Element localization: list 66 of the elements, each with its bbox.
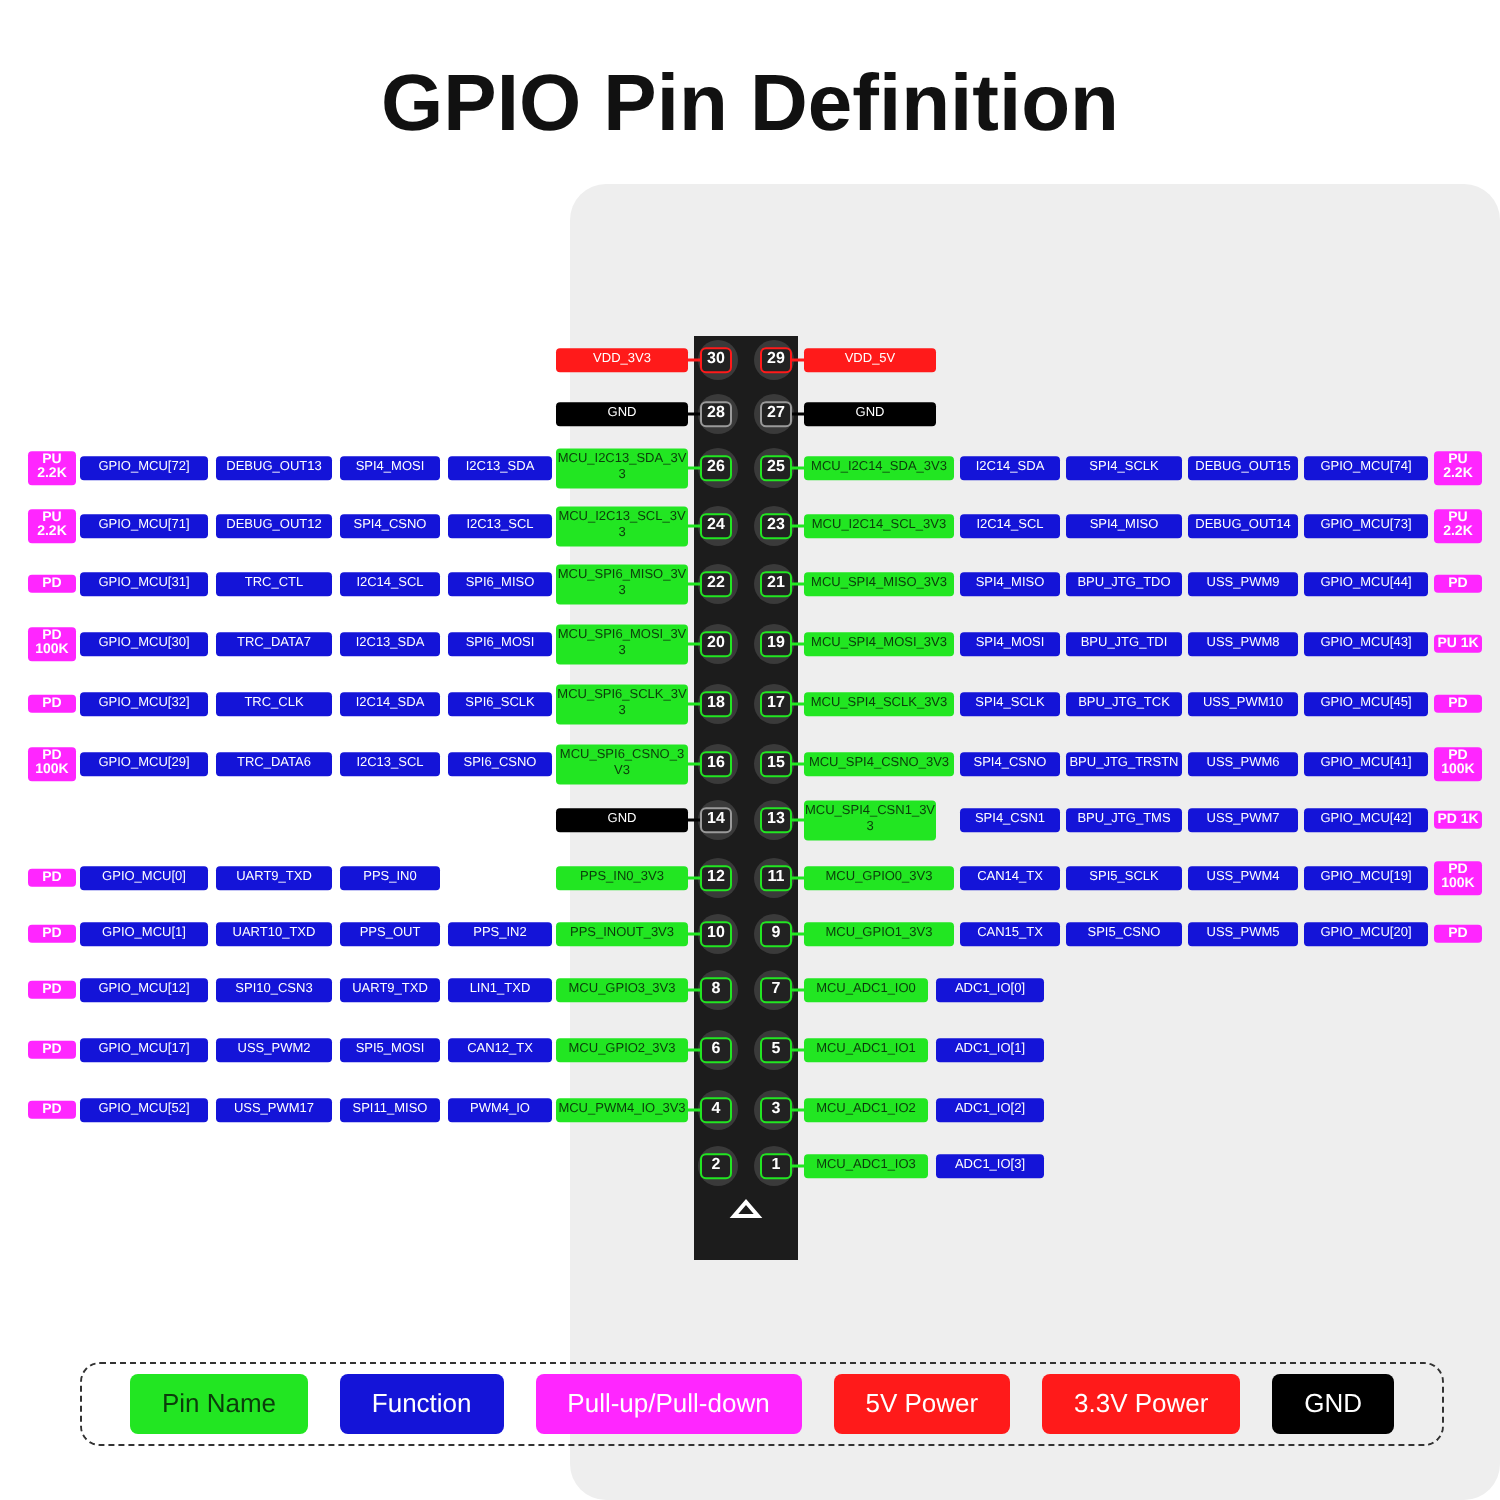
- connector-line: [792, 582, 804, 586]
- title: GPIO Pin Definition: [379, 58, 1121, 152]
- pin-number: 14: [700, 807, 732, 833]
- pin-number: 17: [760, 691, 792, 717]
- pin-number: 22: [700, 571, 732, 597]
- pin-number: 27: [760, 401, 792, 427]
- connector-line: [792, 642, 804, 646]
- pin-number: 7: [760, 977, 792, 1003]
- connector-line: [792, 1108, 804, 1112]
- pin-number: 29: [760, 347, 792, 373]
- connector-line: [688, 358, 700, 362]
- connector-line: [688, 932, 700, 936]
- legend-key: Pull-up/Pull-down: [535, 1374, 802, 1434]
- pin-number: 13: [760, 807, 792, 833]
- pin-number: 16: [700, 751, 732, 777]
- connector-line: [792, 702, 804, 706]
- connector-line: [792, 524, 804, 528]
- pin-number: 19: [760, 631, 792, 657]
- connector-line: [792, 876, 804, 880]
- pin-number: 18: [700, 691, 732, 717]
- pin-number: 4: [700, 1097, 732, 1123]
- connector-line: [688, 1108, 700, 1112]
- connector-line: [688, 412, 700, 416]
- connector-line: [792, 358, 804, 362]
- pin-number: 24: [700, 513, 732, 539]
- pin-number: 30: [700, 347, 732, 373]
- pin-number: 6: [700, 1037, 732, 1063]
- pin-number: 10: [700, 921, 732, 947]
- legend-key: GND: [1272, 1374, 1394, 1434]
- pin-number: 12: [700, 865, 732, 891]
- connector-line: [688, 582, 700, 586]
- pin-number: 20: [700, 631, 732, 657]
- legend-key: Function: [339, 1374, 504, 1434]
- connector-line: [688, 818, 700, 822]
- connector-line: [792, 818, 804, 822]
- pin-number: 26: [700, 455, 732, 481]
- connector-line: [792, 466, 804, 470]
- connector-line: [792, 412, 804, 416]
- pin-number: 2: [700, 1153, 732, 1179]
- connector-line: [792, 932, 804, 936]
- legend-key: 5V Power: [833, 1374, 1011, 1434]
- connector-line: [688, 524, 700, 528]
- connector-line: [792, 762, 804, 766]
- connector-line: [688, 988, 700, 992]
- connector-line: [688, 762, 700, 766]
- legend-key: 3.3V Power: [1042, 1374, 1241, 1434]
- connector-line: [792, 1164, 804, 1168]
- connector-line: [792, 1048, 804, 1052]
- connector-line: [688, 876, 700, 880]
- legend-key: Pin Name: [129, 1374, 309, 1434]
- connector-line: [688, 1048, 700, 1052]
- pin-number: 5: [760, 1037, 792, 1063]
- connector-line: [688, 466, 700, 470]
- pin-number: 23: [760, 513, 792, 539]
- pin-number: 8: [700, 977, 732, 1003]
- pin-number: 21: [760, 571, 792, 597]
- pin-number: 1: [760, 1153, 792, 1179]
- pin-number: 15: [760, 751, 792, 777]
- pin-number: 3: [760, 1097, 792, 1123]
- connector-line: [792, 988, 804, 992]
- connector-line: [688, 642, 700, 646]
- pin-number: 11: [760, 865, 792, 891]
- pin-number: 9: [760, 921, 792, 947]
- pin-number: 28: [700, 401, 732, 427]
- pin-number: 25: [760, 455, 792, 481]
- connector-line: [688, 702, 700, 706]
